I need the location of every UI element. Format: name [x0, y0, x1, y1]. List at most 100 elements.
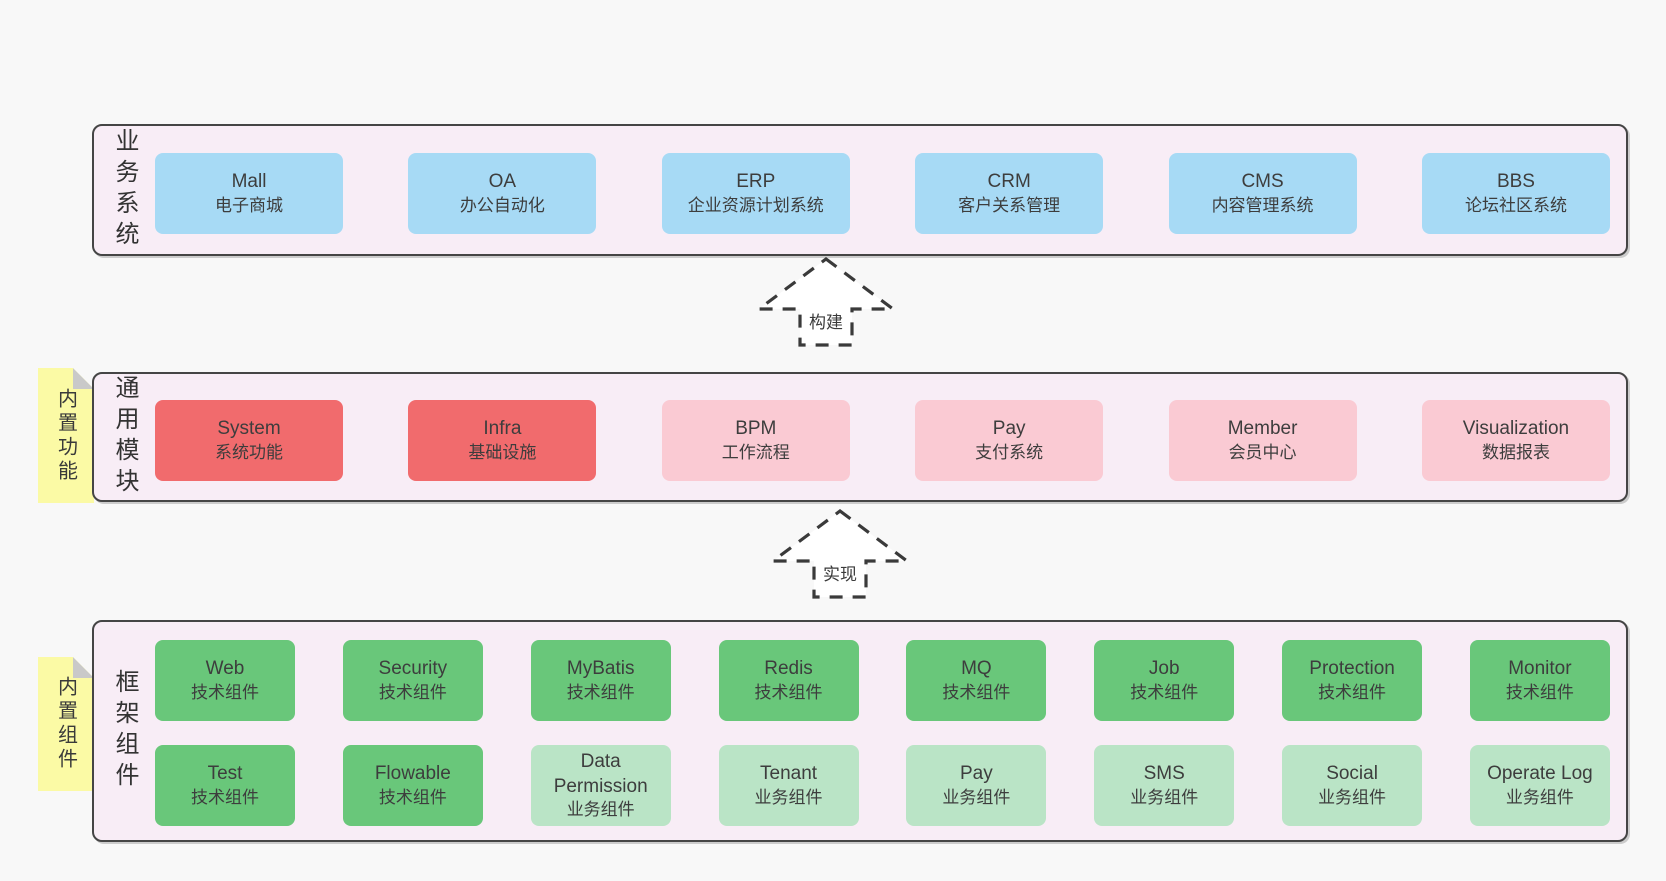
builtin-components-note: 内置组件: [38, 657, 94, 791]
box-oa: OA 办公自动化: [408, 153, 597, 234]
box-erp: ERP 企业资源计划系统: [661, 153, 850, 234]
box-member: Member 会员中心: [1168, 400, 1357, 481]
box-redis: Redis 技术组件: [718, 640, 859, 721]
box-cms: CMS 内容管理系统: [1168, 153, 1357, 234]
build-arrow-label: 构建: [809, 313, 843, 332]
box-title: Social: [1326, 763, 1378, 785]
box-tenant: Tenant 业务组件: [718, 745, 859, 826]
box-title: Infra: [483, 418, 522, 440]
box-subtitle: 技术组件: [1505, 682, 1574, 702]
box-subtitle: 业务组件: [1505, 787, 1574, 807]
builtin-components-note-label: 内置组件: [54, 676, 77, 772]
box-title: Web: [205, 658, 245, 680]
box-subtitle: 技术组件: [378, 682, 447, 702]
box-title: BPM: [735, 418, 777, 440]
box-bbs: BBS 论坛社区系统: [1421, 153, 1610, 234]
box-subtitle: 技术组件: [1130, 682, 1199, 702]
box-title: Data Permission: [553, 751, 648, 797]
box-pay-component: Pay 业务组件: [906, 745, 1047, 826]
box-subtitle: 业务组件: [1130, 787, 1199, 807]
box-subtitle: 技术组件: [191, 787, 259, 807]
up-arrow-icon: [770, 509, 910, 599]
box-title: SMS: [1143, 763, 1185, 785]
common-modules-layer: 通用模块 System 系统功能 Infra 基础设施 BPM 工作流程 Pay…: [92, 372, 1628, 502]
box-social: Social 业务组件: [1282, 745, 1423, 826]
box-subtitle: 内容管理系统: [1211, 195, 1314, 215]
folded-corner-icon: [73, 657, 94, 678]
box-subtitle: 技术组件: [754, 682, 823, 702]
box-mall: Mall 电子商城: [155, 153, 343, 234]
box-title: Flowable: [374, 763, 451, 785]
business-systems-layer: 业务系统 Mall 电子商城 OA 办公自动化 ERP 企业资源计划系统 CRM…: [92, 124, 1628, 256]
box-title: MQ: [961, 658, 992, 680]
box-monitor: Monitor 技术组件: [1469, 640, 1610, 721]
box-title: Mall: [231, 171, 267, 193]
box-data-permission: Data Permission 业务组件: [530, 745, 671, 826]
box-subtitle: 业务组件: [942, 787, 1011, 807]
box-title: Job: [1148, 658, 1180, 680]
box-subtitle: 支付系统: [975, 442, 1044, 462]
box-subtitle: 业务组件: [754, 787, 823, 807]
build-arrow: 构建: [756, 257, 896, 347]
box-title: System: [217, 418, 281, 440]
box-title: Pay: [992, 418, 1026, 440]
box-flowable: Flowable 技术组件: [342, 745, 483, 826]
box-title: Operate Log: [1487, 763, 1593, 785]
box-title: Pay: [960, 763, 993, 785]
box-subtitle: 基础设施: [468, 442, 537, 462]
box-title: Test: [207, 763, 243, 785]
framework-components-layer: 框架组件 Web 技术组件 Security 技术组件 MyBatis 技术组件…: [92, 620, 1628, 842]
box-sms: SMS 业务组件: [1094, 745, 1235, 826]
box-security: Security 技术组件: [342, 640, 483, 721]
box-visualization: Visualization 数据报表: [1421, 400, 1610, 481]
builtin-features-note: 内置功能: [38, 368, 94, 503]
box-job: Job 技术组件: [1094, 640, 1235, 721]
box-crm: CRM 客户关系管理: [915, 153, 1104, 234]
common-modules-row: System 系统功能 Infra 基础设施 BPM 工作流程 Pay 支付系统…: [155, 400, 1610, 481]
box-title: Redis: [764, 658, 813, 680]
box-subtitle: 系统功能: [215, 442, 283, 462]
box-title: MyBatis: [566, 658, 635, 680]
box-title: ERP: [736, 171, 776, 193]
business-systems-label: 业务系统: [111, 128, 138, 252]
box-subtitle: 办公自动化: [459, 195, 545, 215]
box-mq: MQ 技术组件: [906, 640, 1047, 721]
business-systems-row: Mall 电子商城 OA 办公自动化 ERP 企业资源计划系统 CRM 客户关系…: [155, 153, 1610, 234]
box-title: Protection: [1309, 658, 1395, 680]
box-operate-log: Operate Log 业务组件: [1469, 745, 1610, 826]
box-title: Visualization: [1462, 418, 1570, 440]
box-subtitle: 业务组件: [566, 799, 635, 819]
box-subtitle: 技术组件: [1318, 682, 1387, 702]
box-infra: Infra 基础设施: [408, 400, 597, 481]
box-title: Tenant: [760, 763, 818, 785]
box-subtitle: 电子商城: [215, 195, 283, 215]
box-subtitle: 技术组件: [378, 787, 447, 807]
box-subtitle: 数据报表: [1481, 442, 1550, 462]
box-title: CMS: [1241, 171, 1284, 193]
box-subtitle: 业务组件: [1318, 787, 1387, 807]
box-subtitle: 工作流程: [721, 442, 790, 462]
up-arrow-icon: [756, 257, 896, 347]
box-title: CRM: [987, 171, 1031, 193]
box-title: OA: [488, 171, 517, 193]
box-bpm: BPM 工作流程: [661, 400, 850, 481]
framework-components-row-1: Web 技术组件 Security 技术组件 MyBatis 技术组件 Redi…: [155, 640, 1610, 721]
folded-corner-icon: [73, 368, 94, 389]
box-title: Security: [378, 658, 448, 680]
box-subtitle: 技术组件: [566, 682, 635, 702]
box-subtitle: 技术组件: [942, 682, 1011, 702]
box-system: System 系统功能: [155, 400, 343, 481]
box-subtitle: 技术组件: [191, 682, 259, 702]
box-mybatis: MyBatis 技术组件: [530, 640, 671, 721]
framework-components-row-2: Test 技术组件 Flowable 技术组件 Data Permission …: [155, 745, 1610, 826]
box-subtitle: 企业资源计划系统: [687, 195, 824, 215]
box-subtitle: 会员中心: [1228, 442, 1297, 462]
box-protection: Protection 技术组件: [1282, 640, 1423, 721]
box-subtitle: 客户关系管理: [958, 195, 1061, 215]
box-web: Web 技术组件: [155, 640, 295, 721]
box-test: Test 技术组件: [155, 745, 295, 826]
implement-arrow: 实现: [770, 509, 910, 599]
box-pay-module: Pay 支付系统: [915, 400, 1104, 481]
framework-components-label: 框架组件: [111, 669, 138, 793]
box-title: Monitor: [1508, 658, 1572, 680]
